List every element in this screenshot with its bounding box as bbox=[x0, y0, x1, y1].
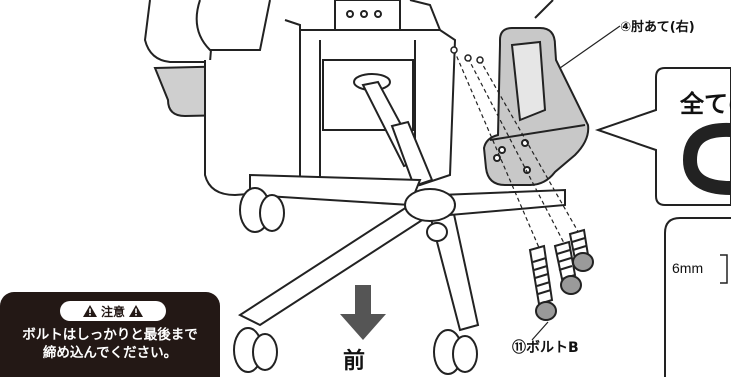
measurement-panel-frame bbox=[664, 217, 731, 377]
bolt-b-1 bbox=[528, 244, 557, 321]
bolt-b-3 bbox=[568, 228, 594, 272]
bolt-leader-line bbox=[531, 321, 549, 341]
warning-icon bbox=[129, 305, 143, 317]
warning-icon bbox=[82, 305, 97, 317]
chair-star-base bbox=[237, 173, 566, 332]
motion-mark bbox=[534, 0, 554, 19]
caution-line-2: 締め込んでください。 bbox=[42, 345, 178, 361]
caution-title-pill: 注意 bbox=[60, 301, 166, 321]
measurement-bracket bbox=[720, 254, 728, 284]
bolt-part-label: ⑪ボルトB bbox=[512, 340, 579, 356]
caution-box: 注意 ボルトはしっかりと最後まで 締め込んでください。 bbox=[0, 292, 220, 377]
down-arrow-icon bbox=[340, 285, 386, 340]
bolt-b-group bbox=[528, 228, 594, 321]
armrest-part-label: ④肘あて(右) bbox=[620, 20, 695, 35]
mounting-holes bbox=[450, 46, 484, 64]
chair-casters bbox=[233, 187, 478, 375]
alignment-guides bbox=[453, 49, 581, 251]
caution-line-1: ボルトはしっかりと最後まで bbox=[22, 327, 198, 343]
circle-mark bbox=[682, 122, 731, 195]
bolt-b-2 bbox=[553, 240, 582, 295]
armrest-leader-line bbox=[559, 25, 621, 69]
speech-bubble-text: 全ての bbox=[680, 90, 731, 118]
caution-title: 注意 bbox=[100, 304, 125, 319]
right-armrest-part bbox=[482, 27, 590, 186]
caution-message: ボルトはしっかりと最後まで 締め込んでください。 bbox=[0, 326, 220, 362]
gas-lift bbox=[361, 80, 434, 188]
front-direction-label: 前 bbox=[343, 349, 366, 374]
measurement-label: 6mm bbox=[672, 260, 704, 276]
